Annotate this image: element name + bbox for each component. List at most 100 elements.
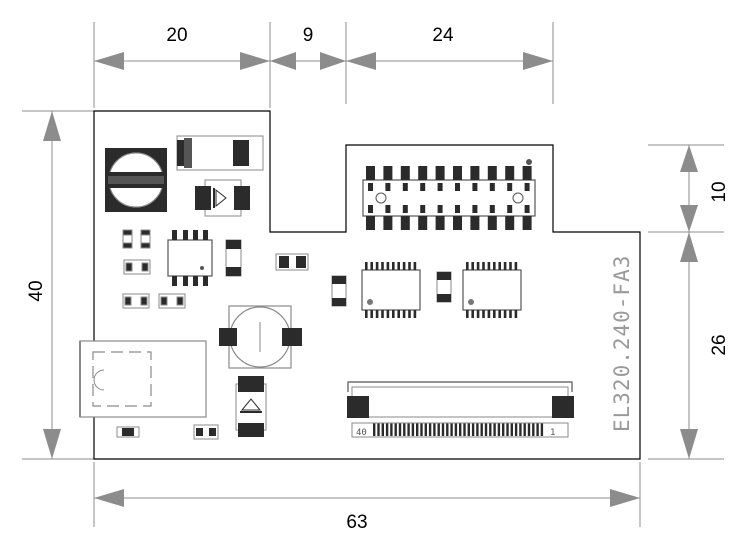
dim-label-top-left: 20	[166, 25, 187, 46]
fpc-pin	[493, 423, 496, 436]
fpc-pin	[446, 423, 449, 436]
ic-pin	[471, 262, 474, 270]
diode-middle	[195, 179, 250, 217]
ic-pin	[487, 262, 491, 270]
header-pin	[368, 205, 373, 213]
fpc-pin	[420, 423, 423, 436]
ic-pin	[466, 262, 469, 270]
ic-pin	[413, 262, 417, 270]
smd-caps-left	[122, 229, 186, 309]
fpc-pin	[540, 423, 544, 436]
arrow-icon	[610, 489, 640, 507]
soic8-chip	[167, 230, 213, 286]
fpc-pin	[381, 423, 384, 436]
arrow-icon	[320, 52, 346, 70]
dim-label-right-bottom: 26	[709, 334, 730, 355]
header-pin	[420, 183, 426, 191]
header-pin	[385, 183, 391, 191]
ic-pin	[381, 310, 384, 318]
ic-pin	[493, 262, 496, 270]
arrow-icon	[94, 489, 124, 507]
tssop-chip-left	[361, 262, 421, 318]
ic-pin	[482, 310, 485, 318]
pin-header	[362, 159, 536, 230]
header-pin	[402, 183, 408, 191]
fpc-pin	[450, 423, 453, 436]
fpc-pin	[424, 423, 427, 436]
fpc-pin	[536, 423, 539, 436]
header-pin	[366, 166, 375, 180]
ic-pin	[476, 310, 480, 318]
ic-pin	[370, 262, 373, 270]
ic-pin	[509, 310, 512, 318]
arrow-icon	[240, 52, 270, 70]
ic-pin	[381, 262, 384, 270]
ic-pin	[466, 310, 469, 318]
fpc-pin	[373, 423, 376, 436]
ic-pin	[392, 310, 395, 318]
arrow-icon	[270, 52, 296, 70]
fpc-pin	[527, 423, 531, 436]
side-connector	[79, 340, 207, 418]
arrow-icon	[43, 111, 61, 141]
header-pin	[418, 166, 428, 180]
ic-pin	[503, 310, 507, 318]
fpc-pin	[411, 423, 415, 436]
arrow-icon	[680, 429, 698, 459]
ic-pin	[397, 310, 400, 318]
ic-pin	[471, 310, 474, 318]
header-pin	[489, 183, 495, 191]
fpc-pin	[532, 423, 535, 436]
header-pin	[472, 205, 478, 213]
fpc-pin	[484, 423, 488, 436]
smd-cap-horizontal	[275, 253, 309, 271]
fpc-pin	[385, 423, 389, 436]
header-pin	[437, 205, 443, 213]
header-pin	[507, 183, 513, 191]
header-pin	[455, 205, 460, 213]
ic-pin	[503, 262, 507, 270]
header-pin	[470, 216, 480, 230]
header-pin	[368, 183, 373, 191]
ic-pin	[375, 262, 379, 270]
ic-pin	[402, 262, 406, 270]
smd-caps-mid	[331, 271, 452, 307]
inductor-large	[105, 148, 167, 212]
arrow-icon	[523, 52, 553, 70]
header-pin	[435, 166, 445, 180]
ic-pin	[397, 262, 400, 270]
ic-pin	[386, 310, 390, 318]
fpc-pin	[506, 423, 509, 436]
header-pin	[522, 166, 532, 180]
arrow-icon	[680, 145, 698, 172]
board-label: EL320.240-FA3	[610, 255, 634, 432]
ic-pin	[386, 262, 390, 270]
fpc-pin	[502, 423, 505, 436]
header-pin	[522, 216, 532, 230]
dim-label-right-top: 10	[709, 181, 730, 202]
ic-pin	[487, 310, 491, 318]
ic-pin	[413, 310, 417, 318]
ic-pin	[498, 262, 501, 270]
fpc-pin	[433, 423, 436, 436]
header-pin	[489, 205, 495, 213]
header-pin	[385, 205, 391, 213]
fpc-pin	[523, 423, 526, 436]
fpc-pin	[471, 423, 475, 436]
fpc-pin	[467, 423, 470, 436]
fpc-pin-label-left: 40	[356, 428, 367, 438]
dim-label-bottom-width: 63	[346, 512, 367, 533]
ic-pin	[375, 310, 379, 318]
fpc-pin	[510, 423, 513, 436]
ic-pin	[370, 310, 373, 318]
fpc-pin	[428, 423, 432, 436]
fpc-pin	[489, 423, 492, 436]
dimension-arrows	[43, 52, 698, 507]
fpc-pin	[441, 423, 445, 436]
ic-pin	[392, 262, 395, 270]
diode-vertical	[235, 376, 267, 437]
fpc-pin	[390, 423, 393, 436]
tssop-chip-right	[462, 262, 522, 318]
arrow-icon	[680, 232, 698, 262]
fpc-pin	[480, 423, 483, 436]
